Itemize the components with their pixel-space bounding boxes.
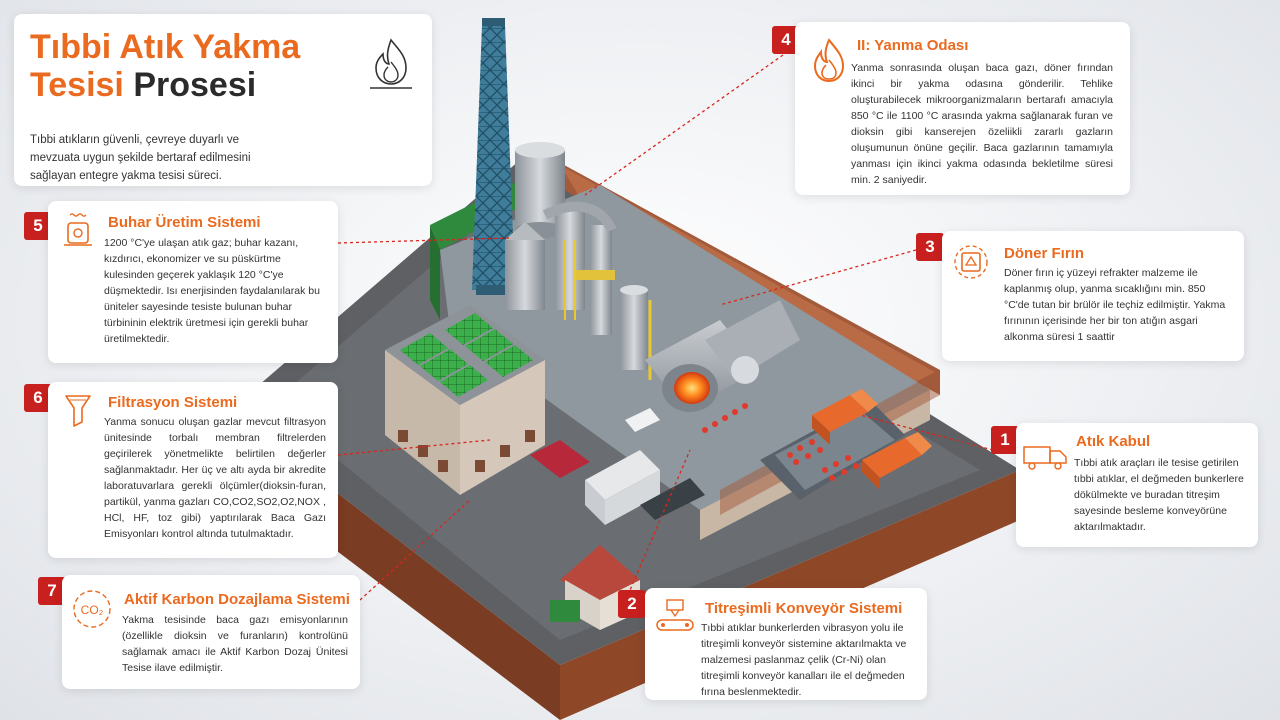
step-text-6: Yanma sonucu oluşan gazlar mevcut filtra… (104, 416, 326, 540)
filter-house (385, 305, 545, 495)
steam-boiler-icon (64, 213, 92, 246)
chimney-stack (472, 18, 515, 295)
flame-outline-icon (370, 38, 412, 89)
co2-icon-label: CO₂ (81, 603, 104, 617)
step-title-3: Döner Fırın (1004, 245, 1085, 262)
step-title-6: Filtrasyon Sistemi (108, 394, 238, 411)
step-card-4: II: Yanma Odası Yanma sonrasında oluşan … (795, 22, 1130, 195)
step-text-1: Tıbbi atık araçları ile tesise getirilen… (1074, 457, 1244, 533)
step-card-5: Buhar Üretim Sistemi 1200 °C'ye ulaşan a… (48, 201, 338, 363)
step-title-4: II: Yanma Odası (857, 37, 969, 54)
step-card-7: CO₂ Aktif Karbon Dozajlama Sistemi Yakma… (62, 575, 360, 689)
step-badge-3: 3 (916, 233, 944, 261)
conveyor-icon (656, 599, 694, 631)
step-badge-1: 1 (991, 426, 1019, 454)
step-badge-7: 7 (38, 577, 66, 605)
truck-icon (1023, 446, 1067, 470)
step-text-7: Yakma tesisinde baca gazı emisyonlarının… (122, 614, 348, 674)
step-badge-2: 2 (618, 590, 646, 618)
flame-icon (813, 38, 845, 83)
step-card-3: Döner Fırın Döner fırın iç yüzeyi refrak… (942, 231, 1244, 361)
page-description: Tıbbi atıkların güvenli, çevreye duyarlı… (30, 134, 251, 182)
page-title-accent: Tesisi (30, 66, 124, 104)
step-text-4: Yanma sonrasında oluşan baca gazı, döner… (851, 62, 1113, 186)
step-text-2: Tıbbi atıklar bunkerlerden vibrasyon yol… (701, 622, 907, 698)
page-title: Tıbbi Atık Yakma Tesisi Prosesi (30, 28, 300, 104)
step-badge-6: 6 (24, 384, 52, 412)
rotary-kiln (645, 300, 800, 412)
step-badge-5: 5 (24, 212, 52, 240)
process-equipment (505, 201, 652, 380)
co2-icon: CO₂ (73, 590, 111, 628)
waste-truck-1 (812, 389, 878, 445)
step-text-3: Döner fırın iç yüzeyi refrakter malzeme … (1004, 267, 1226, 343)
step-card-2: Titreşimli Konveyör Sistemi Tıbbi atıkla… (645, 588, 927, 700)
step-title-1: Atık Kabul (1076, 433, 1151, 450)
page-title-line1: Tıbbi Atık Yakma (30, 28, 301, 66)
filter-icon (65, 395, 91, 427)
page-title-dark: Prosesi (133, 66, 257, 104)
step-card-1: Atık Kabul Tıbbi atık araçları ile tesis… (1016, 423, 1258, 547)
header-card: Tıbbi Atık Yakma Tesisi Prosesi Tıbbi at… (14, 14, 432, 186)
step-title-5: Buhar Üretim Sistemi (108, 214, 261, 231)
step-title-2: Titreşimli Konveyör Sistemi (705, 600, 903, 617)
step-text-5: 1200 °C'ye ulaşan atık gaz; buhar kazanı… (104, 237, 320, 345)
step-card-6: Filtrasyon Sistemi Yanma sonucu oluşan g… (48, 382, 338, 558)
rotary-kiln-icon (954, 245, 988, 279)
step-title-7: Aktif Karbon Dozajlama Sistemi (124, 591, 350, 608)
